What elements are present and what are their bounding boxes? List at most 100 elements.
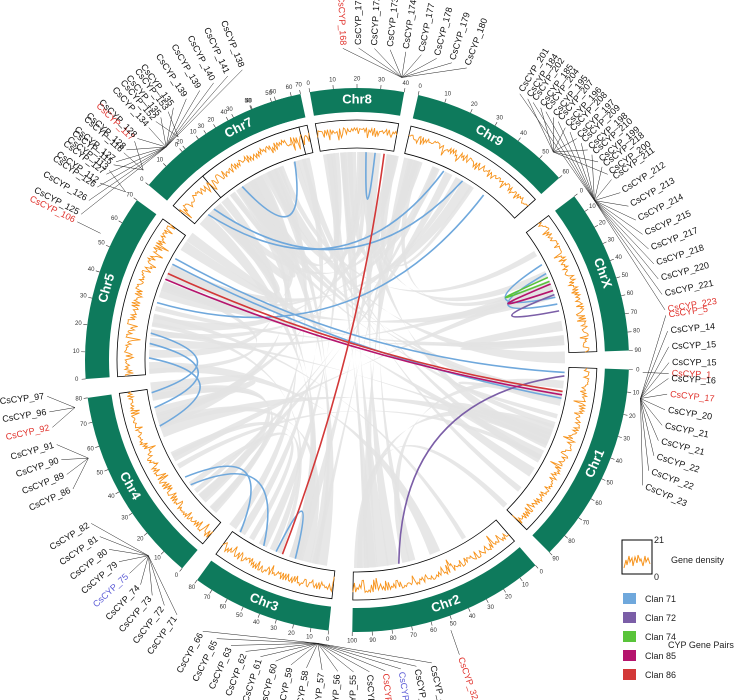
tick-label: 60 <box>627 291 634 297</box>
tick-mark <box>623 414 628 416</box>
gene-label: CsCYP_15 <box>672 357 717 367</box>
tick-mark <box>584 208 589 212</box>
tick-label: 50 <box>96 471 103 477</box>
tick-label: 40 <box>616 459 623 465</box>
tick-mark <box>225 598 228 603</box>
tick-mark <box>105 244 110 248</box>
tick-label: 70 <box>410 633 417 639</box>
tick-mark <box>118 220 123 224</box>
gene-label: CsCYP_17 <box>670 389 715 404</box>
background-link <box>380 154 474 267</box>
gene-leader-line <box>450 630 460 655</box>
background-synteny-links <box>149 152 565 568</box>
tick-label: 10 <box>306 635 313 641</box>
gene-leader-line <box>374 48 402 78</box>
tick-label: 30 <box>198 124 205 130</box>
tick-mark <box>179 148 183 152</box>
gene-label: CsCYP_171 <box>353 0 363 45</box>
tick-mark <box>535 565 539 569</box>
tick-mark <box>241 606 244 611</box>
chromosome-chr3 <box>197 560 332 631</box>
gene-leader-line <box>317 643 323 671</box>
gene-leader-line <box>342 48 402 78</box>
gene-leader-line <box>134 141 144 171</box>
chromosome-label: Chr8 <box>342 91 372 106</box>
gene-leader-line <box>306 643 319 668</box>
density-frame-chr4 <box>118 389 222 545</box>
tick-mark <box>83 397 88 399</box>
tick-mark <box>590 498 595 502</box>
background-link <box>149 281 258 374</box>
cyp-gene-pair-links <box>148 152 565 564</box>
gene-leader-line <box>47 396 76 408</box>
tick-mark <box>274 96 276 101</box>
gene-leader-line <box>129 555 149 574</box>
cyp-pair-link <box>275 510 304 559</box>
gene-leader-line <box>532 102 595 201</box>
chromosome-chrx <box>555 196 629 352</box>
tick-label: 80 <box>390 636 397 642</box>
tick-label: 70 <box>631 310 638 316</box>
gene-leader-line <box>216 638 318 644</box>
gene-label: CsCYP_92 <box>5 423 51 442</box>
tick-label: 20 <box>208 118 215 124</box>
tick-label: 50 <box>245 99 252 105</box>
gene-label: CsCYP_16 <box>671 373 716 386</box>
gene-leader-line <box>99 182 126 193</box>
gene-leader-line <box>553 151 599 163</box>
gene-leader-line <box>569 131 595 201</box>
tick-mark <box>83 324 88 326</box>
gene-leader-line <box>317 643 401 670</box>
tick-label: 30 <box>270 626 277 632</box>
gene-leader-line <box>389 49 402 78</box>
gene-leader-line <box>109 549 149 556</box>
tick-mark <box>519 577 523 582</box>
tick-label: 50 <box>606 480 613 486</box>
gene-leader-line <box>72 458 89 490</box>
gene-label: CsCYP_168 <box>336 0 348 46</box>
cyp-pair-link <box>150 332 199 394</box>
gene-leader-line <box>640 330 668 399</box>
tick-label: 60 <box>269 89 276 95</box>
gene-leader-line <box>545 111 595 201</box>
cyp-pair-link <box>148 357 201 427</box>
density-frame-chr7 <box>202 126 307 199</box>
cyp-pair-link <box>504 264 556 304</box>
tick-label: 20 <box>137 536 144 542</box>
tick-label: 60 <box>87 447 94 453</box>
background-link <box>155 152 366 422</box>
background-link <box>340 152 389 568</box>
tick-mark <box>194 579 198 584</box>
tick-mark <box>274 619 277 624</box>
tick-mark <box>430 621 433 626</box>
gene-leader-line <box>317 643 386 671</box>
gene-leader-line <box>519 93 595 201</box>
tick-mark <box>391 629 393 634</box>
density-trace-chr4 <box>127 391 214 538</box>
gene-leader-line <box>66 457 89 475</box>
tick-label: 20 <box>599 220 606 226</box>
gene-label: CsCYP_42 <box>413 668 431 700</box>
gene-leader-line <box>317 643 354 673</box>
tick-label: 0 <box>175 573 179 579</box>
tick-label: 10 <box>589 204 596 210</box>
chromosome-ideograms: 0102030405060708090Chr101020304050607080… <box>73 77 642 645</box>
background-link <box>312 158 414 565</box>
tick-label: 20 <box>176 140 183 146</box>
tick-mark <box>95 446 100 448</box>
tick-label: 10 <box>329 78 336 84</box>
tick-mark <box>213 124 216 128</box>
tick-mark <box>309 628 312 633</box>
cyp-pair-link <box>156 194 485 319</box>
tick-mark <box>195 135 199 140</box>
gene-leader-line <box>640 398 663 426</box>
cyp-pair-link <box>507 283 554 305</box>
cyp-pair-link <box>184 465 252 533</box>
gene-leader-line <box>594 179 612 201</box>
tick-mark <box>602 241 607 244</box>
tick-mark <box>594 224 599 228</box>
gene-leader-line <box>61 457 89 460</box>
gene-leader-line <box>317 643 339 672</box>
background-link <box>229 186 297 530</box>
